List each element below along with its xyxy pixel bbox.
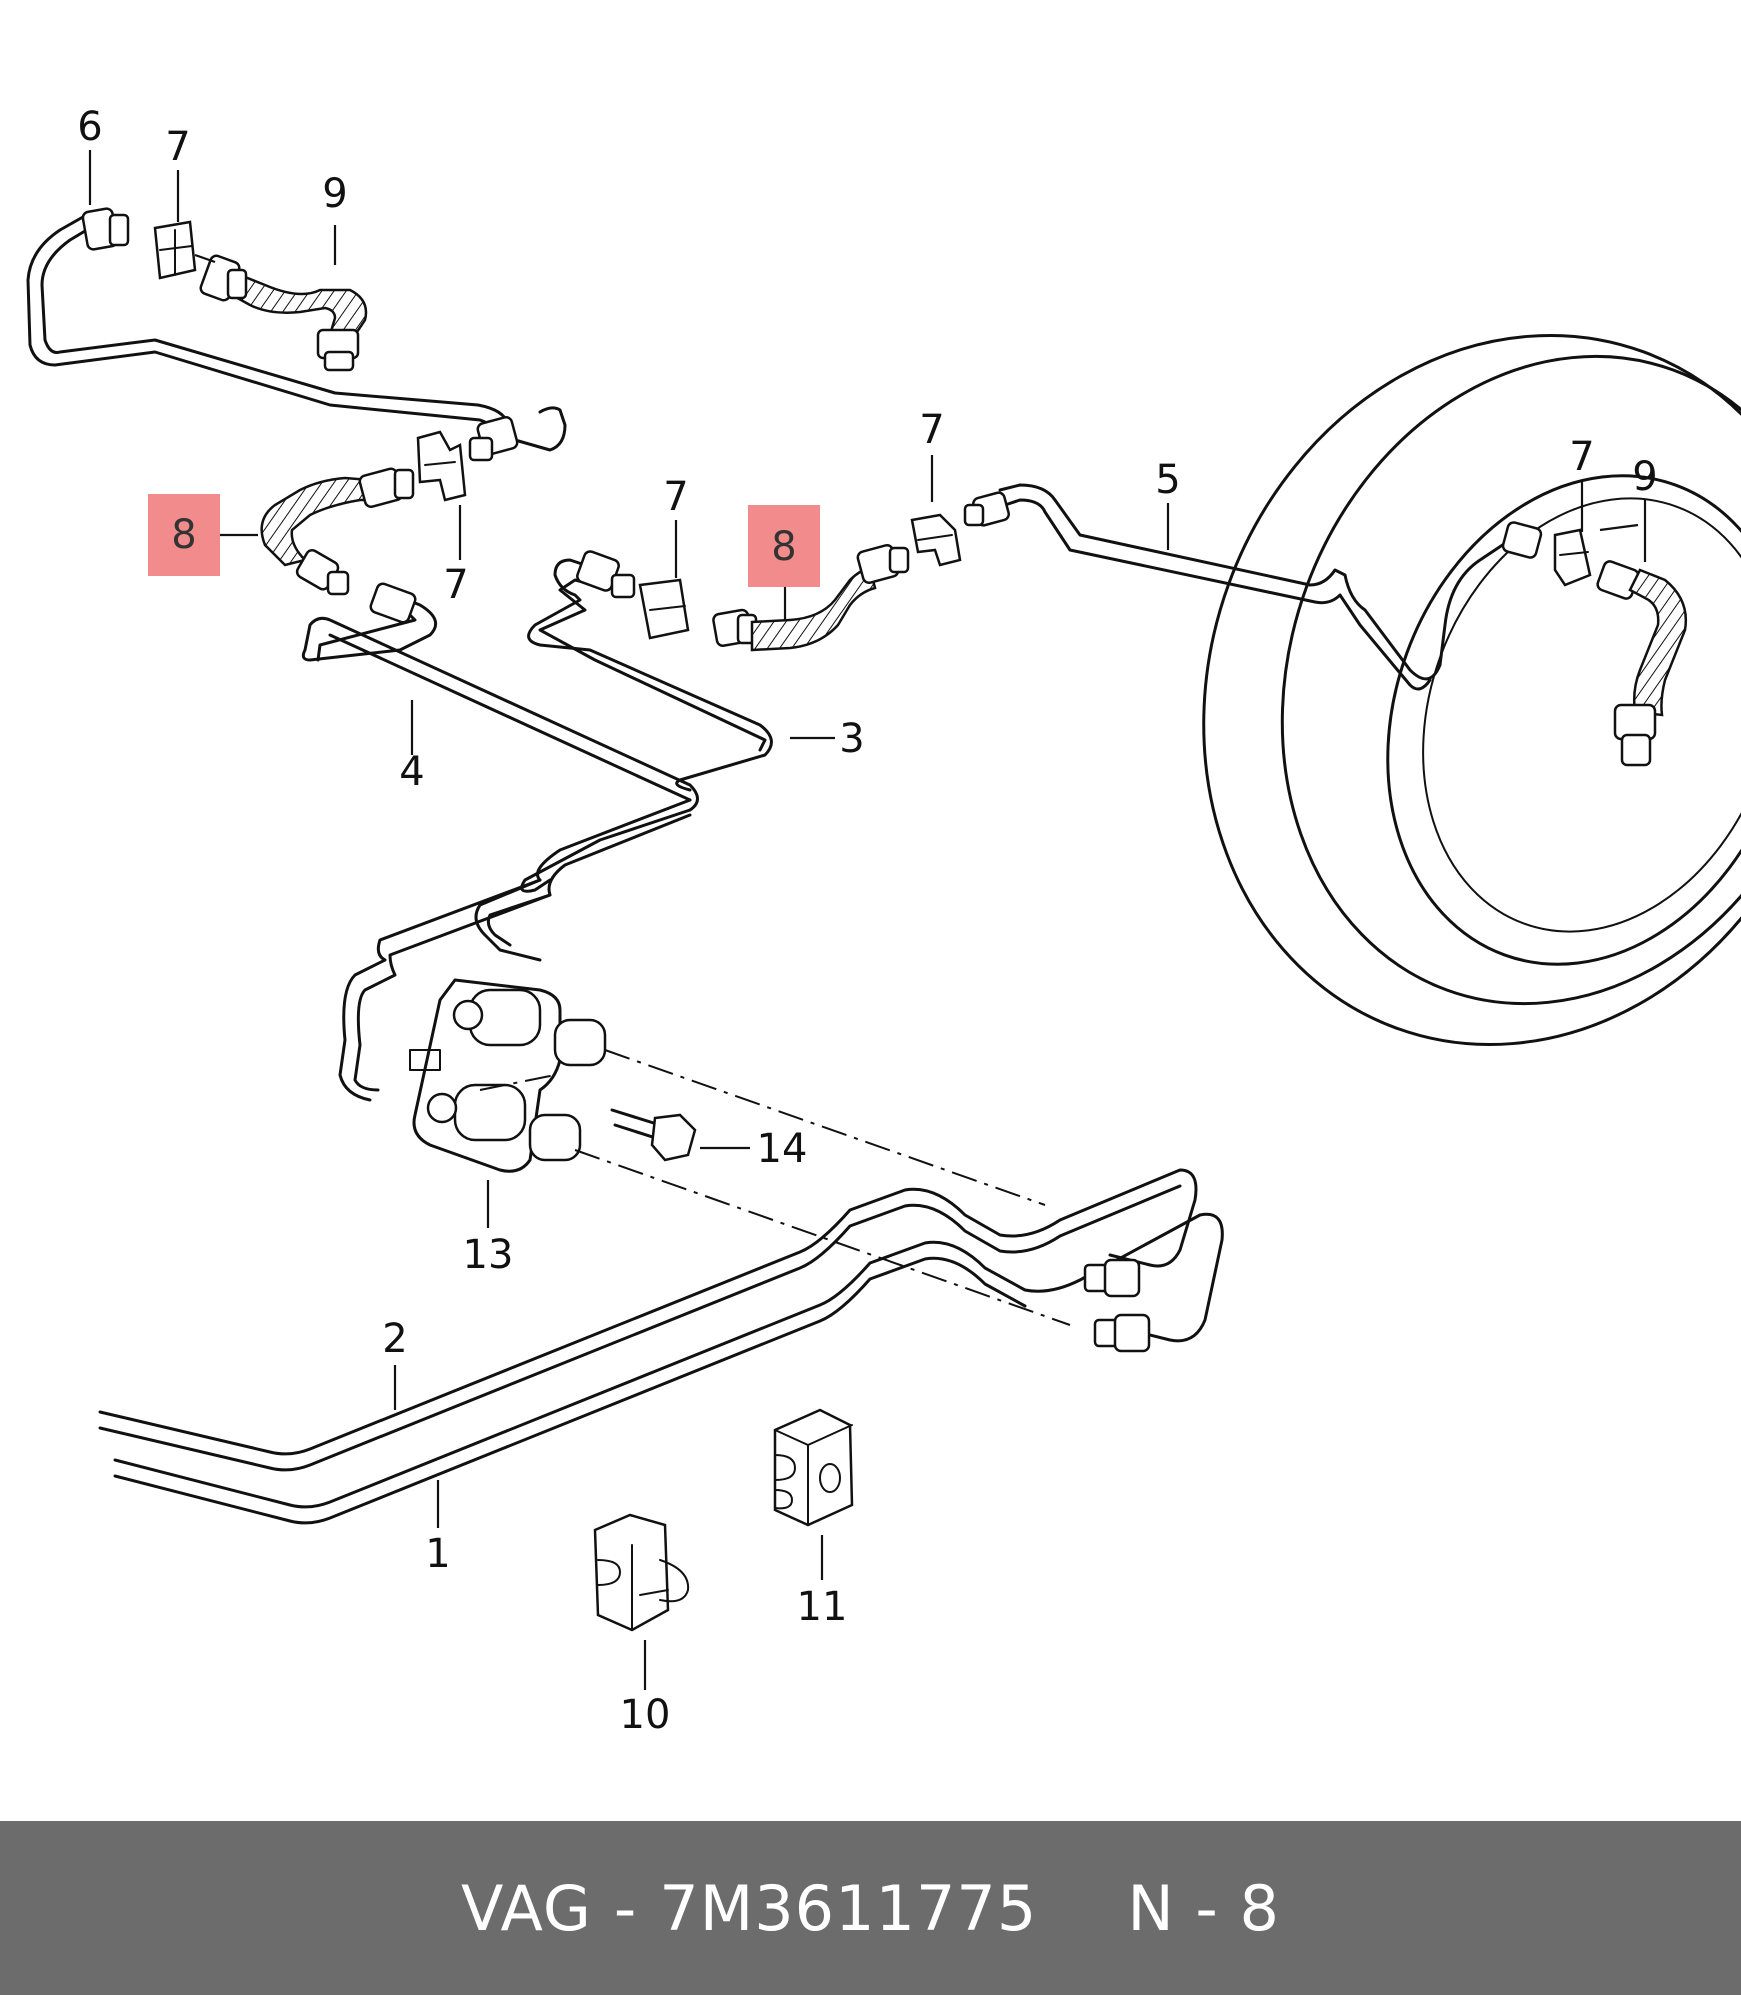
hose-9-left: [199, 254, 368, 372]
callout-6: 6: [77, 104, 102, 150]
callout-1: 1: [425, 1531, 450, 1577]
assembly-lines: [479, 1049, 1071, 1326]
brake-line-6: [26, 211, 567, 452]
callout-11: 11: [797, 1584, 848, 1630]
callout-8-highlighted: 8: [171, 512, 196, 558]
bolt-14: [610, 1108, 697, 1162]
footer-separator: -: [613, 1871, 638, 1945]
highlight-box-8-left: [148, 494, 220, 576]
callout-3: 3: [839, 716, 864, 762]
brake-line-4: [301, 593, 699, 893]
callout-9: 9: [322, 171, 347, 217]
callout-13: 13: [463, 1232, 514, 1278]
hose-8-right: [750, 491, 1010, 652]
fittings-top-left: [81, 207, 216, 280]
part-number-footer: VAG - 7M3611775 N - 8: [0, 1821, 1741, 1995]
callout-4: 4: [399, 749, 424, 795]
leader-lines: [88, 150, 1647, 1690]
highlight-box-8-right: [748, 505, 820, 587]
callout-7: 7: [663, 474, 688, 520]
brake-line-1-2: [98, 1168, 1224, 1525]
part-number: 7M3611775: [659, 1871, 1038, 1945]
callout-5: 5: [1155, 457, 1180, 503]
callout-7: 7: [165, 124, 190, 170]
callout-7: 7: [1569, 434, 1594, 480]
hose-9-right: [1501, 521, 1688, 767]
callout-10: 10: [620, 1692, 671, 1738]
brake-line-3: [527, 558, 773, 792]
hose-8-left: [260, 467, 415, 596]
callout-9: 9: [1632, 454, 1657, 500]
brand-label: VAG: [461, 1871, 592, 1945]
brake-line-center: [338, 798, 692, 1102]
callout-7: 7: [919, 407, 944, 453]
clip-10: [593, 1513, 690, 1632]
callout-7: 7: [443, 562, 468, 608]
fittings-top-center: [369, 415, 519, 624]
callout-14: 14: [757, 1126, 808, 1172]
fittings-right-end: [1083, 1258, 1151, 1353]
bracket-11: [773, 1408, 854, 1527]
pressure-regulator-13: [409, 978, 607, 1173]
callout-8-highlighted: 8: [771, 524, 796, 570]
brake-line-diagram: 6 7 9 8 7 4 7 8 7 3 5 7 9 14 13 2 1 11 1…: [26, 104, 1741, 1738]
callout-2: 2: [382, 1316, 407, 1362]
fittings-center: [576, 550, 758, 648]
brake-line-5: [998, 483, 1512, 691]
diagram-position: N - 8: [1127, 1871, 1280, 1945]
